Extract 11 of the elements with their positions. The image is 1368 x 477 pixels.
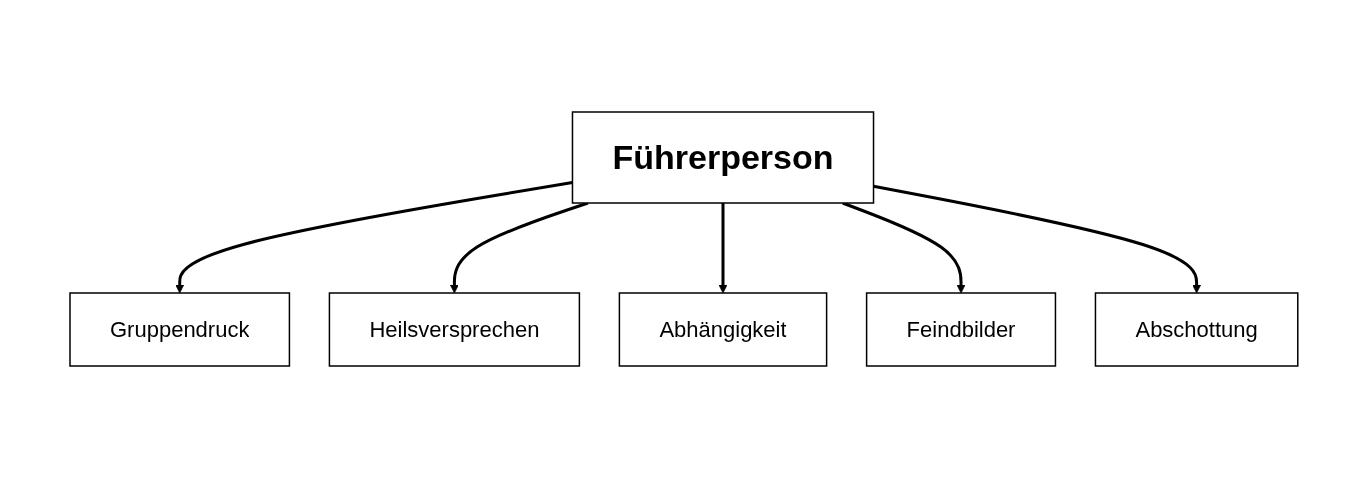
arrow	[175, 180, 573, 293]
node-box: Führerperson	[571, 110, 875, 204]
node-box: Heilsversprechen	[328, 291, 581, 367]
node-box: Abhängigkeit	[618, 291, 828, 367]
arrow	[718, 202, 728, 293]
node-box: Feindbilder	[865, 291, 1057, 367]
arrow	[450, 201, 589, 293]
arrow	[842, 201, 966, 293]
node-box: Gruppendruck	[69, 291, 291, 367]
arrow	[873, 184, 1202, 293]
node-box: Abschottung	[1094, 291, 1299, 367]
